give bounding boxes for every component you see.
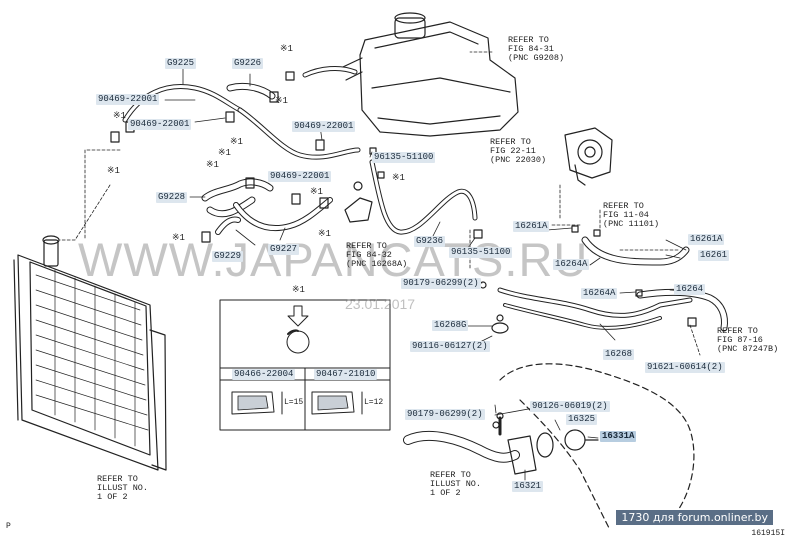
length-right: L=12 xyxy=(364,398,384,407)
vacuum-valve xyxy=(344,181,373,223)
label-91621: 91621-60614(2) xyxy=(645,362,725,373)
label-90469-a: 90469-22001 xyxy=(96,94,160,105)
label-g9228: G9228 xyxy=(156,192,188,203)
label-16268g: 16268G xyxy=(432,320,469,331)
label-90466: 90466-22004 xyxy=(232,369,296,380)
bolt-90126 xyxy=(492,412,504,436)
throttle-body xyxy=(564,127,613,186)
marker-8: ※1 xyxy=(310,187,323,197)
label-16264a-2: 16264A xyxy=(581,288,618,299)
hose-g9228 xyxy=(201,178,274,218)
label-16261a-1: 16261A xyxy=(513,221,550,232)
label-16321: 16321 xyxy=(512,481,544,492)
marker-1: ※1 xyxy=(280,44,293,54)
label-g9225: G9225 xyxy=(165,58,197,69)
label-g9227: G9227 xyxy=(268,244,300,255)
hose-g9229 xyxy=(215,216,241,235)
radiator xyxy=(13,235,167,471)
corner-right-code: 161915I xyxy=(751,529,785,538)
label-90469-d: 90469-22001 xyxy=(268,171,332,182)
marker-2: ※1 xyxy=(275,96,288,106)
hose-g9227 xyxy=(233,197,333,232)
leader-lines xyxy=(59,51,701,356)
forum-badge: 1730 для forum.onliner.by xyxy=(616,510,773,525)
label-90469-c: 90469-22001 xyxy=(292,121,356,132)
length-left: L=15 xyxy=(284,398,304,407)
label-90467: 90467-21010 xyxy=(314,369,378,380)
refer-illust-middle: REFER TO ILLUST NO. 1 OF 2 xyxy=(430,470,482,498)
label-96135-a: 96135-51100 xyxy=(372,152,436,163)
hose-16264 xyxy=(636,288,728,332)
label-g9226: G9226 xyxy=(232,58,264,69)
hose-g9226 xyxy=(226,82,276,100)
refer-fig-84-32: REFER TO FIG 84-32 (PNC 16268A) xyxy=(346,241,408,269)
label-90116: 90116-06127(2) xyxy=(410,341,490,352)
label-90469-b: 90469-22001 xyxy=(128,119,192,130)
hose-16261 xyxy=(581,236,690,266)
label-16261a-2: 16261A xyxy=(688,234,725,245)
marker-4: ※1 xyxy=(107,166,120,176)
marker-11: ※1 xyxy=(392,173,405,183)
water-outlet xyxy=(403,429,599,475)
reservoir-tank xyxy=(335,12,519,137)
label-g9236: G9236 xyxy=(414,236,446,247)
watermark-site: WWW.JAPANCATS.RU xyxy=(78,233,589,286)
marker-6: ※1 xyxy=(218,148,231,158)
refer-fig-84-31: REFER TO FIG 84-31 (PNC G9208) xyxy=(508,35,565,63)
detail-mark: ※1 xyxy=(292,285,305,295)
label-90179-a: 90179-06299(2) xyxy=(401,278,481,289)
label-16325: 16325 xyxy=(566,414,598,425)
label-90179-b: 90179-06299(2) xyxy=(405,409,485,420)
label-16264: 16264 xyxy=(674,284,706,295)
label-96135-b: 96135-51100 xyxy=(449,247,513,258)
label-90126: 90126-06019(2) xyxy=(530,401,610,412)
marker-10: ※1 xyxy=(318,229,331,239)
label-g9229: G9229 xyxy=(212,251,244,262)
label-16331a: 16331A xyxy=(600,431,637,442)
pipe-16268 xyxy=(497,287,693,330)
label-16268: 16268 xyxy=(603,349,635,360)
corner-left-code: P xyxy=(6,522,11,531)
marker-3: ※1 xyxy=(113,111,126,121)
clamps xyxy=(110,71,697,327)
marker-9: ※1 xyxy=(172,233,185,243)
refer-fig-11-04: REFER TO FIG 11-04 (PNC 11101) xyxy=(603,201,660,229)
clamp-detail-box xyxy=(219,299,391,431)
engine-block xyxy=(499,363,695,531)
marker-5: ※1 xyxy=(230,137,243,147)
watermark-date: 23.01.2017 xyxy=(345,296,416,312)
refer-fig-87-16: REFER TO FIG 87-16 (PNC 87247B) xyxy=(717,326,779,354)
hose-g9236 xyxy=(369,159,478,235)
label-16261: 16261 xyxy=(698,250,730,261)
marker-7: ※1 xyxy=(206,160,219,170)
refer-fig-22-11: REFER TO FIG 22-11 (PNC 22030) xyxy=(490,137,547,165)
refer-illust-left: REFER TO ILLUST NO. 1 OF 2 xyxy=(97,474,149,502)
hose-upper xyxy=(237,65,361,160)
label-16264a-1: 16264A xyxy=(553,259,590,270)
